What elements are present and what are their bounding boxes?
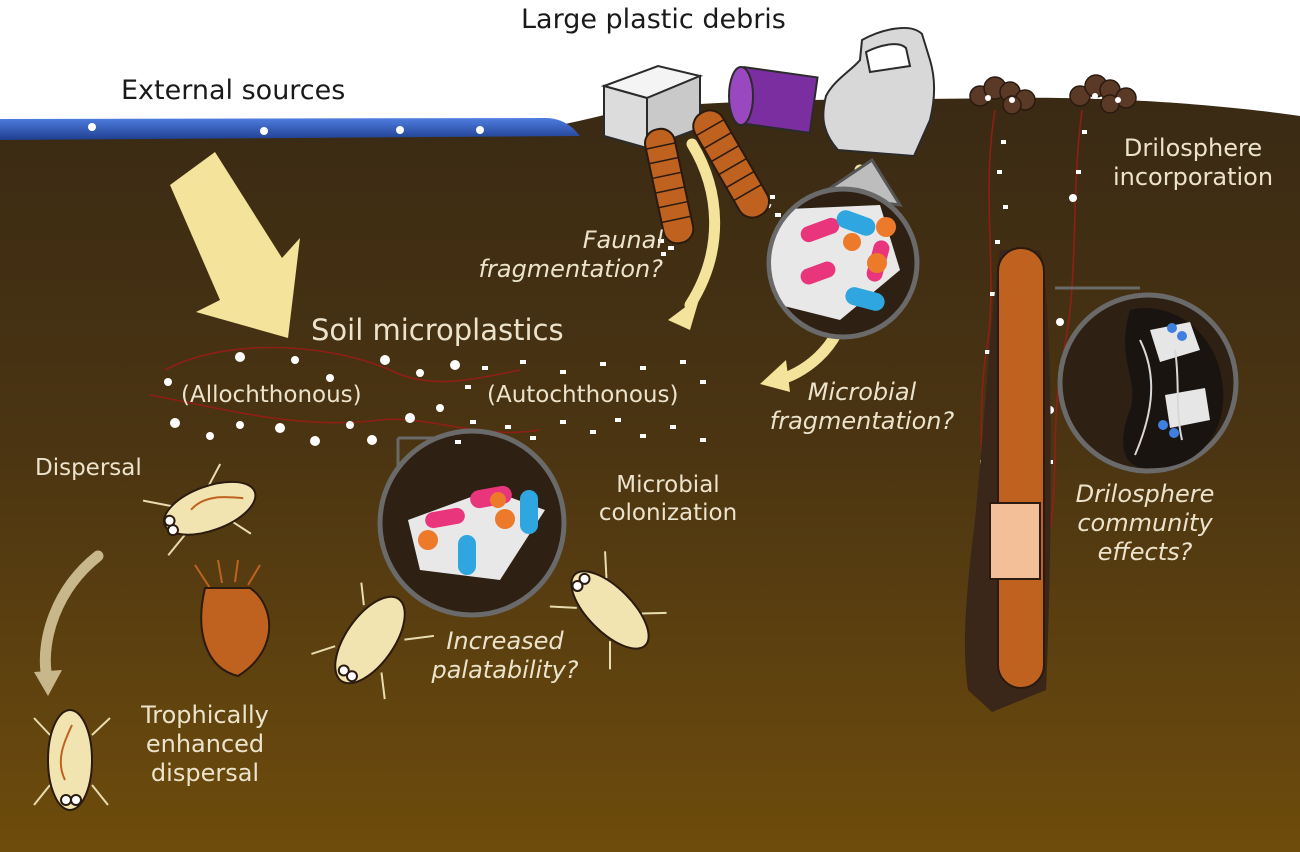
trophic-dispersal-line-1: Trophically: [141, 701, 269, 729]
microbial-colonization-line-2: colonization: [598, 499, 738, 526]
external-sources-label: External sources: [121, 75, 346, 106]
springtail-icon: [33, 463, 667, 811]
surface-water: [0, 118, 580, 140]
plastic-box-icon: [600, 64, 704, 150]
curved-arrow-heads: [34, 296, 790, 696]
soil-microplastics-label: Soil microplastics: [311, 313, 564, 347]
microbial-fragmentation-label: Microbial fragmentation?: [752, 378, 972, 436]
dispersal-label: Dispersal: [35, 455, 142, 481]
microbial-colonization-line-1: Microbial: [616, 472, 720, 498]
magnifier-icon: [766, 157, 920, 340]
increased-palatability-line-1: Increased: [446, 627, 564, 655]
colonization-magnifier-icon: [377, 428, 567, 618]
arrow-icon: [170, 152, 300, 338]
microbial-fragmentation-line-2: fragmentation?: [769, 406, 955, 435]
microbial-fragmentation-line-1: Microbial: [807, 378, 917, 406]
trophic-dispersal-line-3: dispersal: [150, 758, 260, 787]
drilosphere-magnifier-icon: [1055, 286, 1239, 474]
mite-icon: [194, 559, 271, 678]
drilosphere-community-line-3: effects?: [1097, 537, 1193, 566]
increased-palatability-label: Increased palatability?: [410, 627, 600, 685]
earthworm-icon: [989, 247, 1045, 689]
increased-palatability-line-2: palatability?: [431, 655, 579, 684]
faunal-fragmentation-line-2: fragmentation?: [478, 254, 663, 283]
faunal-fragmentation-line-1: Faunal: [582, 226, 663, 254]
allochthonous-label: (Allochthonous): [181, 382, 362, 408]
trophic-dispersal-line-2: enhanced: [145, 729, 265, 758]
drilosphere-incorporation-label: Drilosphere incorporation: [1093, 134, 1293, 192]
millipede-icon: [644, 109, 770, 245]
drilosphere-community-line-2: community: [1077, 508, 1213, 537]
plastic-cylinder-icon: [728, 65, 819, 135]
drilosphere-community-label: Drilosphere community effects?: [1055, 480, 1235, 566]
drilosphere-incorporation-line-2: incorporation: [1112, 162, 1274, 191]
trophic-dispersal-label: Trophically enhanced dispersal: [120, 701, 290, 787]
autochthonous-label: (Autochthonous): [487, 382, 679, 408]
cast-particles: [985, 93, 1121, 103]
microbial-colonization-label: Microbial colonization: [588, 472, 748, 527]
faunal-fragmentation-label: Faunal fragmentation?: [438, 226, 663, 284]
drilosphere-community-line-1: Drilosphere: [1075, 480, 1215, 508]
large-debris-label: Large plastic debris: [521, 4, 786, 35]
water-particles: [88, 123, 484, 135]
drilosphere-incorporation-line-1: Drilosphere: [1123, 134, 1263, 162]
earthworm-casts: [969, 74, 1137, 115]
soil-microplastic-particles: [164, 352, 706, 446]
plastic-bottle-icon: [822, 27, 936, 158]
